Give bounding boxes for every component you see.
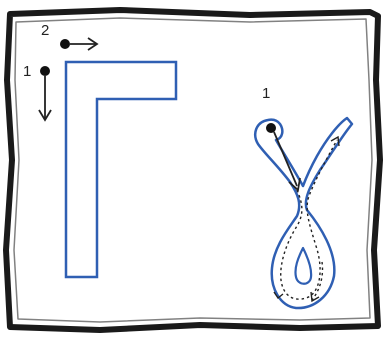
gamma-letter-outline: [64, 60, 178, 279]
step-2-arrowhead: [87, 37, 99, 51]
step-1-arrowhead: [38, 109, 52, 122]
gamma-dotted-arrowhead-top: [330, 135, 340, 147]
step-2-number: 2: [41, 22, 50, 39]
gamma-step-1-arrowhead: [288, 177, 301, 192]
gamma-step-1-arrow: [273, 131, 298, 187]
sketch-frame: [3, 7, 383, 333]
gamma-step-1-number: 1: [262, 85, 271, 102]
step-2-start-dot: [60, 39, 70, 49]
gamma-bottom-arrowhead: [310, 291, 320, 303]
sketch-frame-shadow: [13, 17, 373, 323]
step-1-number: 1: [23, 63, 32, 80]
gamma-step-1-start-dot: [266, 123, 276, 133]
gamma-left-tick: [273, 291, 284, 300]
step-1-start-dot: [40, 66, 50, 76]
small-gamma-inner-loop: [294, 246, 313, 285]
